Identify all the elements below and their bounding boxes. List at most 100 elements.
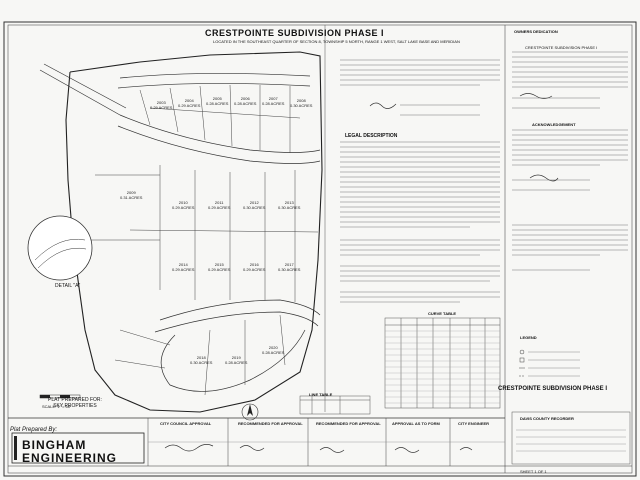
legend-symbols xyxy=(519,349,580,377)
lot-area: 0.30 ACRES xyxy=(278,205,301,210)
central-road-b xyxy=(117,125,321,164)
detail-label: DETAIL "A" xyxy=(55,283,81,289)
sheet-number: SHEET 1 OF 1 xyxy=(520,469,547,474)
lot-lines-upper xyxy=(139,84,301,153)
detail-a-circle xyxy=(27,215,93,281)
signature-marks xyxy=(164,93,559,453)
line-table-grid xyxy=(299,395,371,415)
scale-label: SCALE: 1" = 50' xyxy=(42,404,71,409)
lot-number: 2017 xyxy=(284,262,294,267)
lot-number: 2004 xyxy=(184,98,194,103)
entry-road-a xyxy=(39,69,121,116)
line-table-heading: LINE TABLE xyxy=(309,392,333,397)
title-block-recommended-1: RECOMMENDED FOR APPROVAL xyxy=(238,421,303,426)
curve-table-grid xyxy=(384,317,501,409)
detail-a-road xyxy=(34,238,86,261)
plat-title: CRESTPOINTE SUBDIVISION PHASE I xyxy=(205,28,385,38)
lot-area: 0.30 ACRES xyxy=(190,360,213,365)
lot-area: 0.29 ACRES xyxy=(208,205,231,210)
lot-number: 2007 xyxy=(268,96,278,101)
lot-area: 0.30 ACRES xyxy=(290,103,313,108)
recorder-block xyxy=(511,411,631,465)
detail-a-road-2 xyxy=(37,247,87,269)
title-block-city-council: CITY COUNCIL APPROVAL xyxy=(160,421,212,426)
curve-table-rows xyxy=(385,330,500,404)
south-road-b xyxy=(154,311,319,333)
lot-area: 0.31 ACRES xyxy=(120,195,143,200)
legend-heading: LEGEND xyxy=(520,335,537,340)
lot-number: 2012 xyxy=(249,200,259,205)
lot-number: 2018 xyxy=(196,355,206,360)
lot-area: 0.28 ACRES xyxy=(262,350,285,355)
company-logo-mark-icon xyxy=(14,436,17,460)
plat-subtitle: LOCATED IN THE SOUTHEAST QUARTER OF SECT… xyxy=(213,39,460,44)
lot-area: 0.29 ACRES xyxy=(172,267,195,272)
sheet-title: CRESTPOINTE SUBDIVISION PHASE I xyxy=(498,386,608,392)
lot-number: 2019 xyxy=(231,355,241,360)
owner-text-lines xyxy=(512,51,628,271)
plat-prepared-for-label: PLAT PREPARED FOR: xyxy=(48,397,102,403)
outer-border xyxy=(3,21,637,477)
lot-area: 0.29 ACRES xyxy=(172,205,195,210)
north-road-2 xyxy=(117,83,311,89)
lot-area: 0.28 ACRES xyxy=(225,360,248,365)
entry-road-b xyxy=(43,63,127,109)
curve-table-heading: CURVE TABLE xyxy=(428,311,457,316)
lot-lines-middle xyxy=(90,165,319,302)
lot-number: 2003 xyxy=(156,100,166,105)
lot-area: 0.29 ACRES xyxy=(243,267,266,272)
plat-prepared-for: PLAT PREPARED FOR: SKY PROPERTIES xyxy=(48,397,102,409)
lot-lines-lower xyxy=(114,314,286,396)
lot-number: 2011 xyxy=(214,200,224,205)
lot-number: 2005 xyxy=(212,96,222,101)
lot-area: 0.30 ACRES xyxy=(243,205,266,210)
title-block-recommended-2: RECOMMENDED FOR APPROVAL xyxy=(316,421,381,426)
lot-number: 2016 xyxy=(249,262,259,267)
legal-description-heading: LEGAL DESCRIPTION xyxy=(345,133,398,139)
central-road-a xyxy=(119,114,321,153)
surveyor-text-lines xyxy=(340,59,500,116)
lot-number: 2020 xyxy=(268,345,278,350)
company-name-line1: BINGHAM xyxy=(22,438,87,452)
acknowledgement-heading: ACKNOWLEDGEMENT xyxy=(532,122,576,127)
county-recorder-heading: DAVIS COUNTY RECORDER xyxy=(520,416,574,421)
lot-area: 0.30 ACRES xyxy=(278,267,301,272)
title-block-city-engineer: CITY ENGINEER xyxy=(458,421,490,426)
owners-dedication-heading: OWNERS DEDICATION xyxy=(514,29,558,34)
legal-text-lines xyxy=(340,141,500,303)
plat-prepared-for-client: SKY PROPERTIES xyxy=(53,403,97,409)
lot-number: 2006 xyxy=(240,96,250,101)
lot-number: 2015 xyxy=(214,262,224,267)
company-name-line2: ENGINEERING xyxy=(22,451,118,465)
lot-number: 2014 xyxy=(178,262,188,267)
title-block-approval-form: APPROVAL AS TO FORM xyxy=(392,421,440,426)
lot-area: 0.28 ACRES xyxy=(234,101,257,106)
owners-dedication-sub: CRESTPOINTE SUBDIVISION PHASE I xyxy=(525,45,598,50)
lot-number: 2009 xyxy=(126,190,136,195)
north-arrow-icon xyxy=(241,403,259,421)
south-road-a xyxy=(159,299,321,321)
company-logo-box xyxy=(11,432,145,464)
lot-area: 0.28 ACRES xyxy=(206,101,229,106)
lot-area: 0.29 ACRES xyxy=(208,267,231,272)
lot-area: 0.29 ACRES xyxy=(178,103,201,108)
